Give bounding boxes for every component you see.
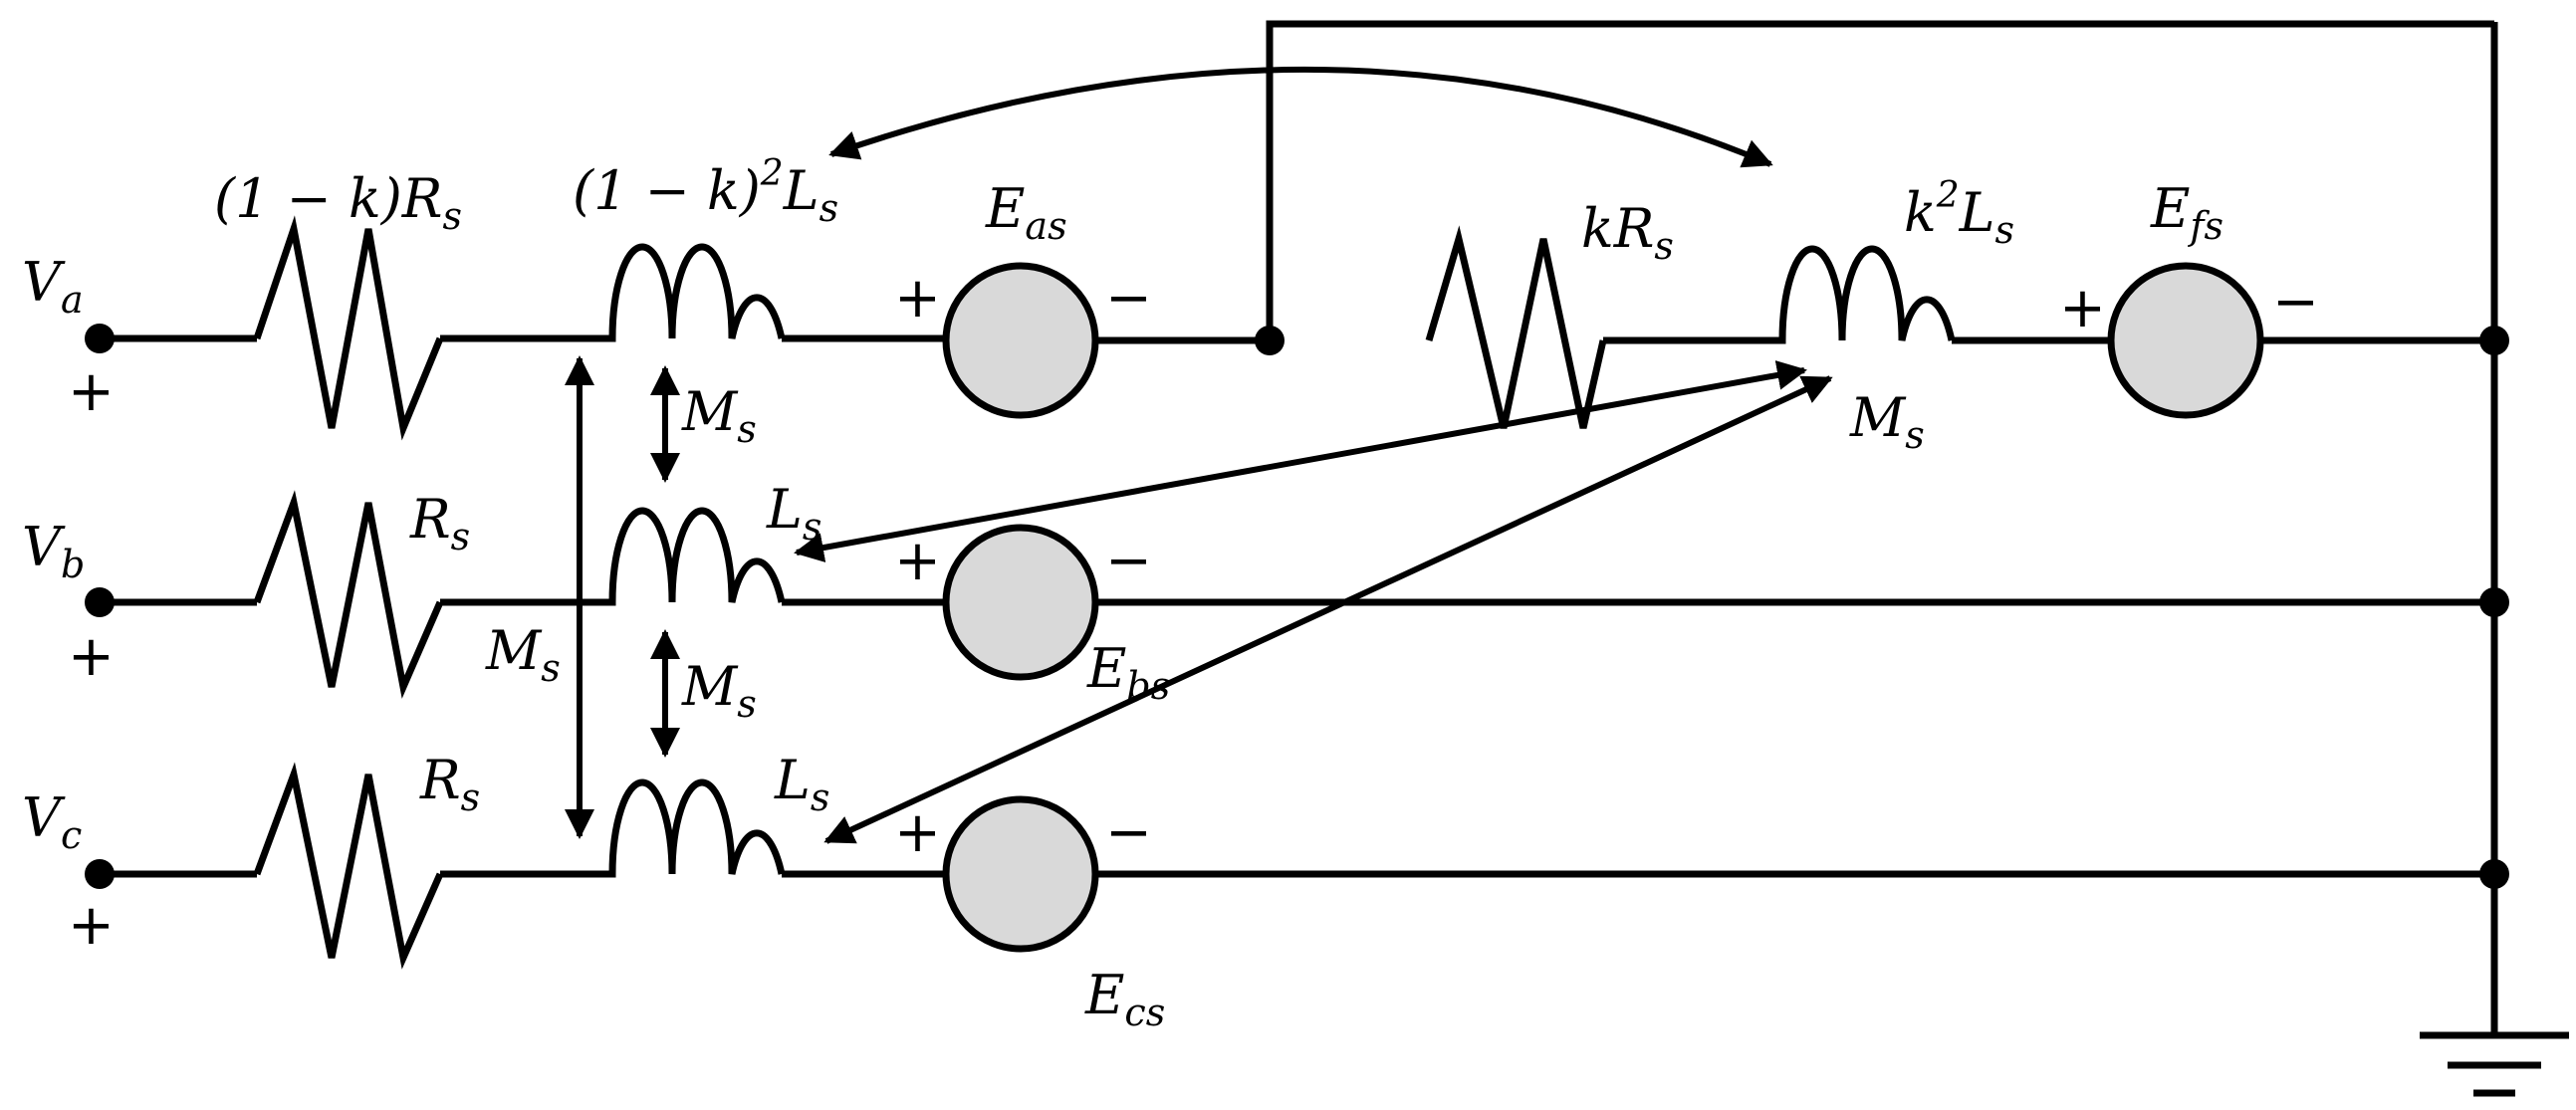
inductor-c-icon xyxy=(602,778,786,878)
terminal-a-icon xyxy=(85,324,115,353)
source-cs-icon xyxy=(942,795,1099,953)
inductor-b-icon xyxy=(602,507,786,606)
resistor-b-label: Rs xyxy=(409,488,470,558)
source-bs-plus: + xyxy=(894,529,941,593)
source-fs-label: Efs xyxy=(2150,177,2224,248)
source-bs-minus: − xyxy=(1105,529,1152,593)
arrow-af-icon xyxy=(828,67,1773,168)
junction-icon xyxy=(1255,326,1285,355)
source-fs-minus: − xyxy=(2272,270,2319,334)
resistor-c-icon xyxy=(253,762,444,970)
source-bs-label: Ebs xyxy=(1086,637,1170,708)
inductor-c-label: Ls xyxy=(774,749,829,819)
terminal-b-label: Vb xyxy=(22,516,85,586)
ground-icon xyxy=(2420,1031,2569,1097)
mutual-ab-label: Ms xyxy=(681,380,757,451)
source-as-plus: + xyxy=(894,266,941,331)
inductor-a-label: (1 − k)2Ls xyxy=(573,153,838,230)
inductor-a-icon xyxy=(602,243,786,342)
junction-icon xyxy=(2479,587,2509,617)
mutual-arrows xyxy=(565,67,1833,844)
resistor-f-label: kRs xyxy=(1581,197,1674,268)
resistor-a-label: (1 − k)Rs xyxy=(214,167,462,238)
source-as-icon xyxy=(942,262,1099,419)
source-fs-icon xyxy=(2107,262,2264,419)
neutral-bus xyxy=(1266,20,2498,1035)
terminal-b-icon xyxy=(85,587,115,617)
source-as-label: Eas xyxy=(985,177,1067,248)
source-cs-minus: − xyxy=(1105,800,1152,865)
resistor-c-label: Rs xyxy=(419,749,480,819)
mutual-bc-label: Ms xyxy=(681,655,757,726)
terminal-a-polarity: + xyxy=(68,359,115,424)
inductor-f-label: k2Ls xyxy=(1904,175,2014,252)
terminal-c-icon xyxy=(85,859,115,889)
arrow-fc-icon xyxy=(823,375,1833,844)
terminal-c-label: Vc xyxy=(22,786,82,857)
source-bs-icon xyxy=(942,524,1099,681)
resistor-b-icon xyxy=(253,490,444,699)
junction-icon xyxy=(2479,326,2509,355)
source-fs-plus: + xyxy=(2059,276,2106,340)
wires-phase-a xyxy=(100,334,2494,344)
source-as-minus: − xyxy=(1105,266,1152,331)
resistor-a-icon xyxy=(253,215,444,441)
mutual-f-label: Ms xyxy=(1849,386,1925,457)
source-cs-label: Ecs xyxy=(1084,964,1165,1034)
mutual-ac-label: Ms xyxy=(485,619,561,690)
resistor-f-icon xyxy=(1425,225,1607,429)
inductor-b-label: Ls xyxy=(766,478,821,549)
junction-icon xyxy=(2479,859,2509,889)
terminal-b-polarity: + xyxy=(68,624,115,689)
terminal-c-polarity: + xyxy=(68,893,115,958)
terminal-a-label: Va xyxy=(22,251,84,322)
inductor-f-icon xyxy=(1777,245,1956,344)
source-cs-plus: + xyxy=(894,800,941,865)
